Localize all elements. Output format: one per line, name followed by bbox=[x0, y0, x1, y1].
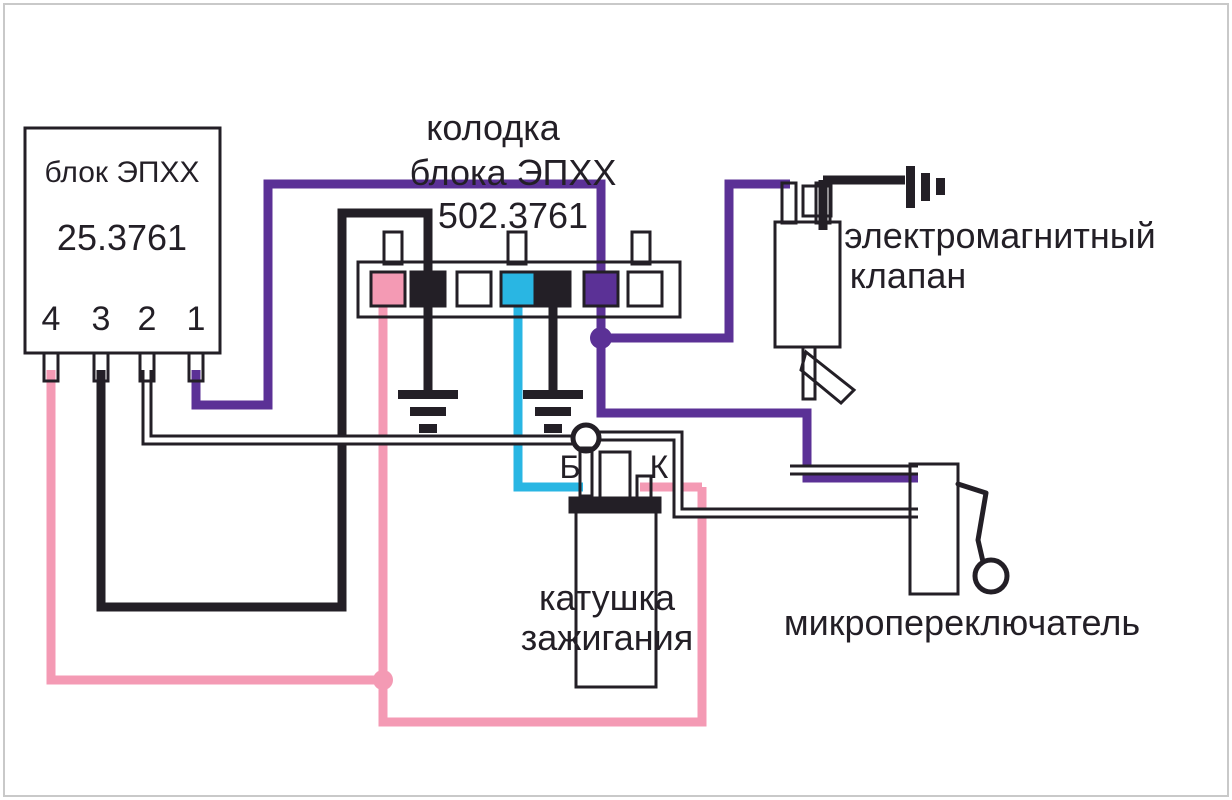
connector-terminal-6[interactable] bbox=[582, 270, 620, 308]
wire-purple-to-valve bbox=[601, 179, 790, 343]
ecu-block-pins bbox=[42, 351, 205, 383]
wire-black-pin3 bbox=[96, 208, 433, 612]
connector-latch-3 bbox=[630, 230, 652, 266]
wire-purple-to-microswitch bbox=[596, 338, 918, 483]
connector-body bbox=[356, 260, 682, 319]
ground-bar-3 bbox=[544, 424, 562, 433]
wire-pink-to-coil-k bbox=[378, 487, 707, 727]
connector-latch-2 bbox=[506, 230, 528, 266]
connector-terminal-7[interactable] bbox=[626, 270, 664, 308]
ground-bar-1 bbox=[523, 390, 583, 399]
junction-pink-lower bbox=[373, 670, 393, 690]
ground-bar-2 bbox=[535, 407, 571, 416]
ground-connector-right bbox=[523, 390, 583, 433]
microswitch-body bbox=[908, 462, 960, 596]
wire-black-pin3-run bbox=[96, 208, 433, 612]
microswitch[interactable]: микропереключатель bbox=[784, 462, 1140, 643]
ground-valve bbox=[906, 166, 945, 208]
ecu-block[interactable]: блок ЭПХХ 25.3761 4 3 2 1 bbox=[23, 126, 222, 383]
connector-latch-1 bbox=[382, 230, 404, 266]
ecu-pin-label-4: 4 bbox=[42, 300, 61, 338]
wire-cyan-run bbox=[513, 285, 583, 492]
ecu-pin-label-3: 3 bbox=[92, 300, 111, 338]
wire-white-left-core bbox=[144, 370, 586, 443]
connector-label-2: блока ЭПХХ bbox=[410, 152, 617, 193]
junction-purple-connector bbox=[590, 327, 612, 349]
connector-terminal-4[interactable] bbox=[499, 270, 537, 308]
ecu-pin-label-2: 2 bbox=[138, 300, 157, 338]
ground-connector-left bbox=[398, 390, 458, 433]
ground-bar-1 bbox=[906, 166, 915, 208]
coil-terminal-b-post bbox=[578, 446, 594, 498]
microswitch-roller bbox=[972, 557, 1010, 595]
coil-terminal-k-label: К bbox=[650, 449, 669, 485]
ground-bar-1 bbox=[398, 390, 458, 399]
ecu-pin-4-stub bbox=[42, 351, 60, 383]
wire-white-to-microswitch-core bbox=[586, 433, 918, 516]
solenoid-valve-label-1: электромагнитный bbox=[844, 215, 1156, 256]
ignition-coil-label-1: катушка bbox=[539, 577, 676, 618]
ground-bar-2 bbox=[410, 407, 446, 416]
page-border bbox=[3, 3, 1229, 797]
ecu-block-label-1: блок ЭПХХ bbox=[45, 156, 200, 189]
connector-label-1: колодка bbox=[426, 107, 561, 148]
wire-purple-main bbox=[191, 179, 918, 483]
ecu-pin-1-stub bbox=[187, 351, 205, 383]
connector-terminal-3[interactable] bbox=[455, 270, 493, 308]
ignition-coil-label-2: зажигания bbox=[521, 617, 694, 658]
microswitch-label: микропереключатель bbox=[784, 602, 1140, 643]
coil-body bbox=[574, 510, 658, 689]
ignition-coil[interactable]: Б К катушка зажигания bbox=[521, 422, 694, 689]
wire-cyan bbox=[513, 285, 583, 492]
connector-terminal-5[interactable] bbox=[534, 270, 572, 308]
valve-nozzle bbox=[799, 349, 857, 406]
solenoid-valve-label-2: клапан bbox=[850, 255, 967, 296]
wire-white bbox=[141, 370, 918, 519]
coil-cap bbox=[568, 496, 662, 514]
connector-terminal-2[interactable] bbox=[409, 270, 447, 308]
ground-bar-2 bbox=[921, 173, 930, 201]
connector-label-3: 502.3761 bbox=[438, 195, 588, 236]
ecu-pin-label-1: 1 bbox=[187, 300, 206, 338]
ecu-block-body bbox=[23, 126, 222, 355]
ecu-pin-2-stub bbox=[138, 351, 156, 383]
wire-pink-left-run bbox=[46, 370, 383, 685]
ground-bar-3 bbox=[936, 178, 945, 195]
ecu-connector[interactable]: колодка блока ЭПХХ 502.3761 bbox=[356, 107, 682, 319]
coil-terminal-b-label: Б bbox=[560, 449, 581, 485]
wire-purple-ecu-to-connector bbox=[191, 179, 606, 410]
connector-terminals[interactable] bbox=[369, 270, 664, 308]
microswitch-lever[interactable] bbox=[955, 481, 989, 569]
solenoid-valve[interactable]: электромагнитный клапан bbox=[773, 166, 1156, 406]
wire-pink bbox=[46, 285, 707, 727]
junction-coil-b-node bbox=[570, 422, 602, 454]
connector-terminal-1[interactable] bbox=[369, 270, 407, 308]
ecu-pin-3-stub bbox=[92, 351, 110, 383]
ecu-block-label-2: 25.3761 bbox=[57, 217, 187, 258]
ground-bar-3 bbox=[419, 424, 437, 433]
